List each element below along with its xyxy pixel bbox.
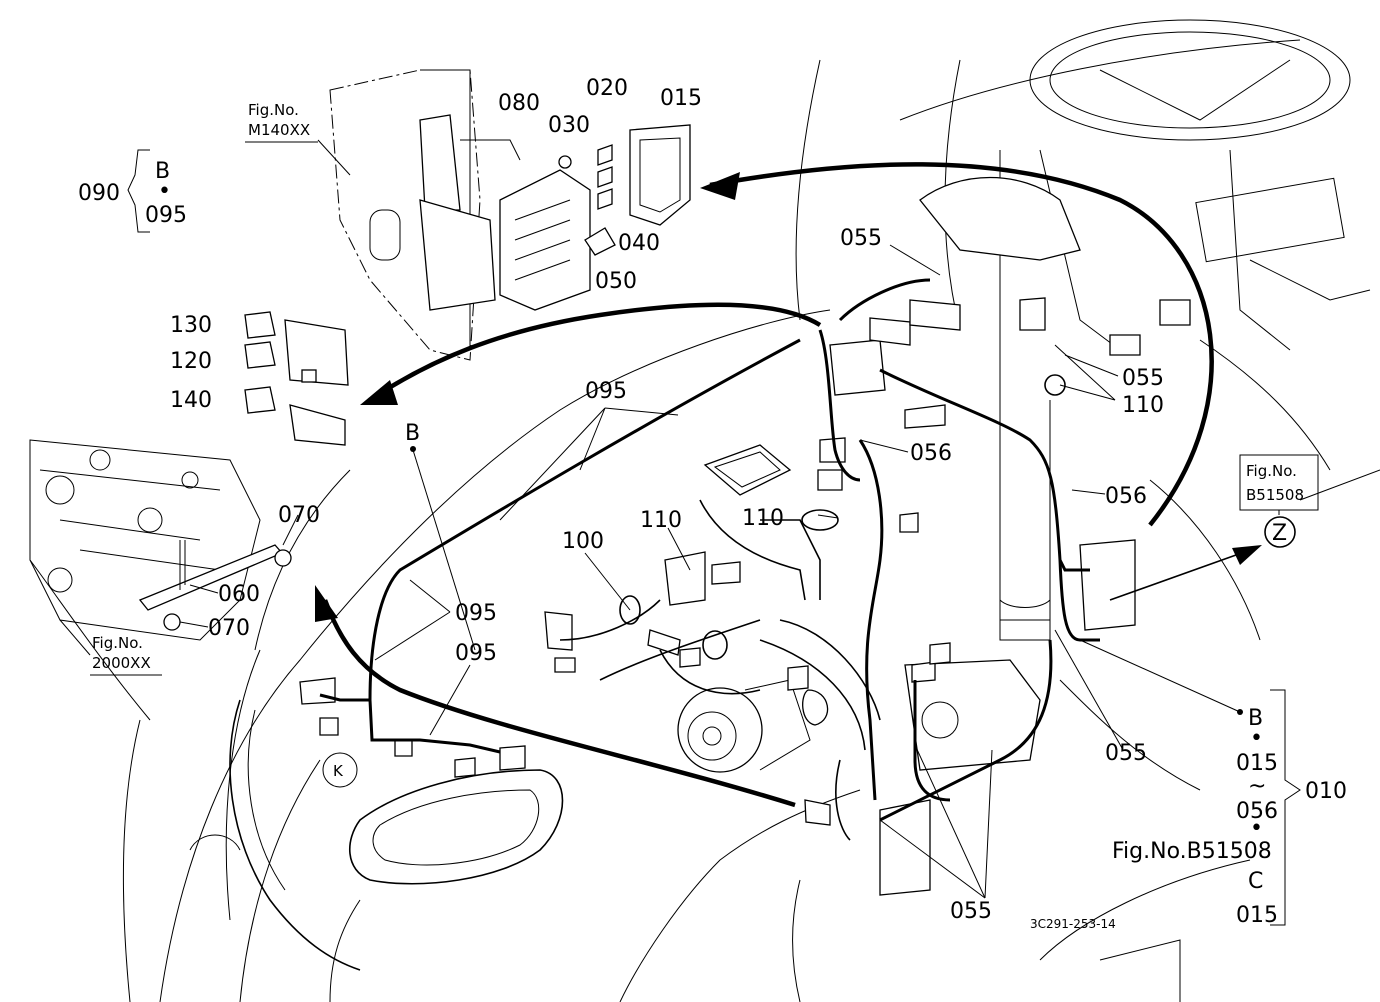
- callout-095-low: 095: [455, 641, 497, 666]
- arrowhead-to-connectors: [360, 380, 398, 405]
- bracket-010: [1270, 689, 1301, 926]
- range-dot-2: •: [1250, 816, 1263, 841]
- range-b: B: [1248, 706, 1263, 731]
- callout-055-right: 055: [1122, 366, 1164, 391]
- callout-040: 040: [618, 231, 660, 256]
- z-reference-circle: [1264, 516, 1296, 548]
- leader-lines: [59, 139, 1241, 899]
- range-to: 056: [1236, 799, 1278, 824]
- callout-120: 120: [170, 349, 212, 374]
- tractor-outline: K: [29, 19, 1380, 1002]
- figref-2000xx-line1: Fig.No.: [92, 634, 143, 652]
- callout-095-range: 095: [145, 203, 187, 228]
- range-callout: B • 015 ~ 056 • Fig.No.B51508 C 015 010: [1112, 706, 1347, 928]
- callout-060: 060: [218, 582, 260, 607]
- reference-arrows: [315, 162, 1262, 808]
- range-from: 015: [1236, 751, 1278, 776]
- bracket-090: [127, 149, 150, 233]
- callout-labels: 090 B • 095 080 020 030 015 040 050 130 …: [78, 76, 1287, 924]
- callout-110-center: 110: [742, 506, 784, 531]
- callout-055-top: 055: [840, 226, 882, 251]
- figref-m140xx-line1: Fig.No.: [248, 101, 299, 119]
- figref-b51508-line2: B51508: [1246, 486, 1304, 504]
- arrowhead-to-z: [1232, 545, 1262, 565]
- range-fig: Fig.No.B51508: [1112, 839, 1272, 864]
- callout-110-left: 110: [640, 508, 682, 533]
- callout-070-bottom: 070: [208, 616, 250, 641]
- callout-090-b: B: [155, 159, 170, 184]
- figref-m140xx-line2: M140XX: [248, 121, 310, 139]
- dot-b-center: [410, 446, 416, 452]
- callout-100: 100: [562, 529, 604, 554]
- callout-095-top: 095: [585, 379, 627, 404]
- callout-050: 050: [595, 269, 637, 294]
- callout-030: 030: [548, 113, 590, 138]
- callout-090-dot: •: [158, 179, 171, 204]
- callout-b-center: B: [405, 421, 420, 446]
- dot-b-right: [1237, 709, 1243, 715]
- wiring-harness: [319, 278, 1100, 841]
- callout-015: 015: [660, 86, 702, 111]
- range-assembly-010: 010: [1305, 779, 1347, 804]
- callout-055-bottom: 055: [950, 899, 992, 924]
- callout-070-top: 070: [278, 503, 320, 528]
- figure-references: Fig.No. M140XX Fig.No. 2000XX Fig.No. B5…: [92, 101, 1304, 672]
- callout-020: 020: [586, 76, 628, 101]
- svg-text:K: K: [333, 762, 344, 780]
- range-tilde: ~: [1248, 774, 1266, 799]
- range-dot-1: •: [1250, 726, 1263, 751]
- drawing-number: 3C291-253-14: [1030, 917, 1116, 931]
- callout-080: 080: [498, 91, 540, 116]
- figref-b51508-line1: Fig.No.: [1246, 462, 1297, 480]
- z-mark-label: Z: [1272, 521, 1287, 546]
- figref-2000xx-line2: 2000XX: [92, 654, 151, 672]
- callout-055-low-right: 055: [1105, 741, 1147, 766]
- callout-140: 140: [170, 388, 212, 413]
- callout-095-mid: 095: [455, 601, 497, 626]
- callout-130: 130: [170, 313, 212, 338]
- range-c-to: 015: [1236, 903, 1278, 928]
- callout-090: 090: [78, 181, 120, 206]
- callout-056-a: 056: [910, 441, 952, 466]
- callout-110-right: 110: [1122, 393, 1164, 418]
- arrowhead-to-stay: [315, 585, 338, 622]
- range-c: C: [1248, 869, 1263, 894]
- arrowhead-to-fuse-box: [700, 172, 740, 200]
- callout-056-b: 056: [1105, 484, 1147, 509]
